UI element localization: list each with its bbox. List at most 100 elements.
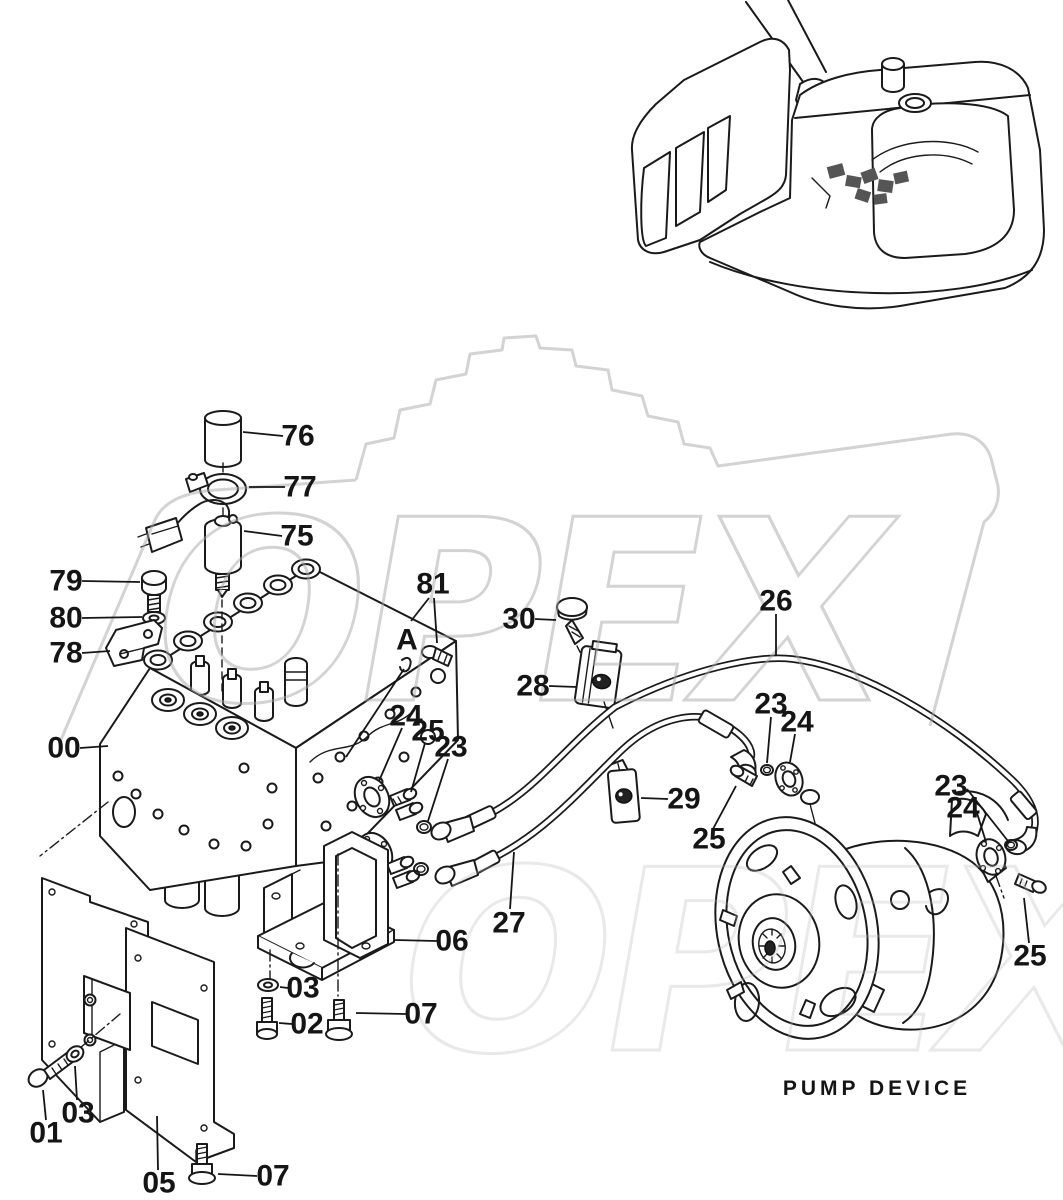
callout-75: 75 [243, 520, 314, 553]
hose-26 [470, 654, 1039, 850]
callout-label-03-a: 03 [286, 972, 319, 1005]
o-ring-23 [416, 820, 432, 834]
pump-device [714, 789, 1009, 1040]
callout-00: 00 [47, 732, 109, 765]
side-bore [112, 796, 136, 828]
cab-rear-window [707, 115, 731, 203]
callout-label-77: 77 [283, 471, 316, 504]
watermark-text-main: OPEX [128, 466, 910, 760]
plug-30 [556, 597, 588, 659]
callout-label-00: 00 [47, 732, 80, 765]
o-ring-23 [1004, 839, 1018, 851]
callout-76: 76 [242, 420, 315, 453]
relief-valve-towers [190, 655, 308, 722]
excavator-inset [630, 0, 1045, 310]
clamp-77 [185, 472, 247, 519]
callout-24-b: 24 [780, 706, 814, 763]
callout-78: 78 [49, 637, 111, 670]
leader-line [79, 745, 109, 749]
leader-line [378, 727, 403, 782]
callout-label-24-b: 24 [780, 706, 814, 739]
body-seam [902, 847, 935, 1024]
leader-line [242, 431, 284, 437]
hub-stub [782, 865, 801, 885]
leader-line [81, 650, 111, 654]
disc-rim [725, 829, 869, 1027]
leader-line [966, 788, 1009, 842]
clamp-28 [573, 639, 623, 709]
port-bosses [151, 688, 249, 740]
flange-bolt-25 [389, 787, 418, 807]
bolt-02 [256, 997, 278, 1040]
callout-label-06: 06 [435, 925, 468, 958]
callout-03-b: 03 [61, 1065, 95, 1130]
leader-line [1023, 897, 1030, 944]
leader-line [410, 742, 426, 793]
wire-hook [925, 888, 949, 916]
callout-label-78: 78 [49, 637, 82, 670]
leader-line [156, 1115, 159, 1171]
hub-stub [719, 909, 738, 927]
filler-neck [881, 63, 905, 93]
bolt-07-lower [188, 1143, 216, 1185]
leader-line [548, 685, 578, 688]
callout-label-07-b: 07 [256, 1160, 289, 1193]
disc-window [819, 986, 857, 1018]
connector [145, 517, 183, 553]
callout-label-25-c: 25 [1013, 940, 1046, 973]
callout-label-27: 27 [492, 907, 525, 940]
callout-27: 27 [492, 851, 526, 940]
leader-line [427, 758, 449, 822]
bolt-79 [141, 570, 167, 613]
leader-line [640, 797, 669, 800]
callout-label-23-b: 23 [754, 688, 787, 721]
port-boss [800, 789, 820, 805]
hose-elbow [434, 859, 479, 887]
body-bottom-band [709, 261, 1033, 295]
callout-label-24-c: 24 [946, 792, 980, 825]
callout-label-79: 79 [49, 565, 82, 598]
callout-23-b: 23 [754, 688, 788, 764]
bolt-axis [995, 875, 1005, 899]
callout-03-a: 03 [279, 972, 320, 1005]
front-plate-cutout [151, 1001, 199, 1065]
callout-label-76: 76 [281, 420, 314, 453]
boom-line [787, 0, 827, 73]
disc-window [834, 884, 858, 920]
leader-line [278, 1022, 293, 1025]
control-valve-00 [39, 558, 459, 917]
right-u-channel [335, 847, 377, 949]
leader-line [509, 851, 515, 910]
split-flange-set-valve-upper [353, 775, 432, 834]
pump-hose-arc [871, 140, 979, 161]
leader-line [355, 1012, 407, 1015]
callout-label-30: 30 [502, 603, 535, 636]
callout-81: 81 [410, 568, 450, 644]
washer-03-upper [257, 978, 279, 992]
callout-25-a: 25 [410, 715, 445, 793]
top-port-elbow [949, 797, 987, 837]
callout-label-23-c: 23 [934, 770, 967, 803]
callout-label-25-b: 25 [692, 823, 725, 856]
bolt-axis [79, 1013, 121, 1049]
hose-ferrule [1009, 790, 1038, 820]
leader-line [712, 785, 737, 830]
callout-label-02: 02 [290, 1008, 323, 1041]
o-ring-23 [760, 764, 774, 776]
cab-front-window [640, 151, 671, 247]
callout-07-a: 07 [355, 998, 438, 1031]
callout-label-25-a: 25 [411, 715, 444, 748]
pump-location-shaded [811, 140, 979, 209]
solenoid-valve-75 [137, 499, 242, 695]
mount-axis [39, 801, 109, 857]
watermark-text-secondary: OPEX [374, 816, 1063, 1110]
leader-line [74, 1065, 78, 1101]
leader-line [81, 616, 143, 619]
callout-ref-a: A [345, 624, 418, 758]
hose-27 [474, 713, 756, 870]
bracket-06 [257, 831, 395, 997]
callout-label-29: 29 [667, 783, 700, 816]
leader-line [217, 1173, 258, 1177]
flange-bolt-25 [729, 764, 758, 787]
